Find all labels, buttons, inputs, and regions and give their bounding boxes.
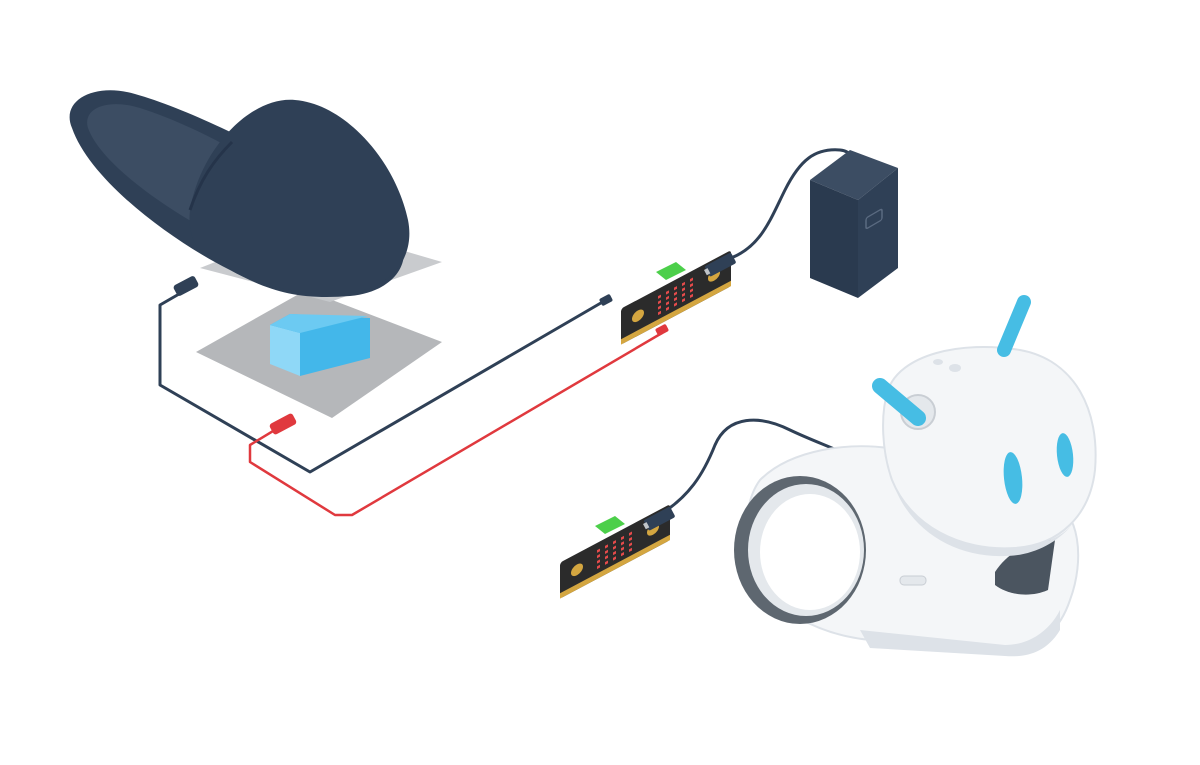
red-connector	[269, 413, 297, 435]
robot-wheel	[734, 476, 866, 624]
robot-antenna-right	[997, 295, 1031, 357]
robot-head	[882, 346, 1097, 557]
robot-slot	[899, 575, 927, 586]
robot-chassis-shade	[860, 610, 1060, 657]
robot-eye-left	[1003, 452, 1023, 504]
slipper-upper	[189, 99, 410, 294]
robot-cable	[648, 418, 864, 522]
pad-connectors	[173, 276, 297, 435]
microbit-sender	[599, 251, 736, 345]
slipper-icon	[69, 90, 410, 297]
robot-eye-right	[1056, 433, 1074, 477]
robot-rear-notch	[995, 539, 1055, 595]
dark-connector	[173, 276, 199, 296]
microbit-receiver	[560, 505, 675, 599]
robot-icon	[734, 295, 1097, 657]
red-wire	[248, 331, 664, 517]
slipper-shadow-line	[188, 140, 234, 211]
foam-spacer	[270, 314, 370, 376]
dark-wire	[158, 288, 608, 474]
battery-pack-icon	[810, 150, 898, 298]
wires	[158, 148, 864, 522]
robot-antenna-left	[872, 378, 926, 426]
